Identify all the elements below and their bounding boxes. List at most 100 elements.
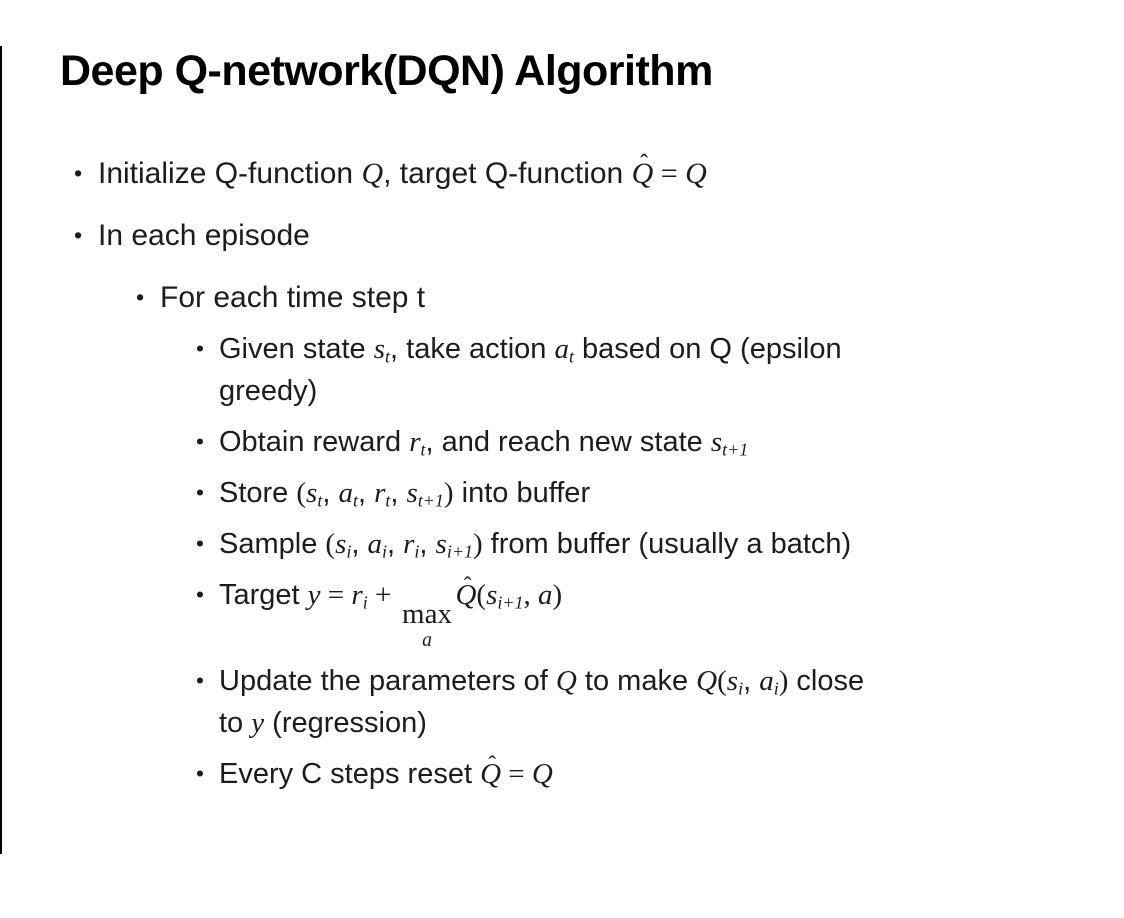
math-operator: ( xyxy=(296,476,307,509)
bullet-text: Update the parameters of Q to make Q(si,… xyxy=(219,660,1094,744)
math-subscripted-variable: st+1 xyxy=(406,476,444,511)
text-segment: Store xyxy=(219,476,297,509)
text-segment: , xyxy=(386,527,404,560)
math-subscripted-variable: si xyxy=(335,527,352,562)
bullet-marker-icon: • xyxy=(74,159,83,186)
bullet-text: Initialize Q-function Q, target Q-functi… xyxy=(98,152,1094,195)
math-variable: Q xyxy=(555,664,577,697)
math-subscripted-variable: si+1 xyxy=(435,527,473,562)
math-subscripted-variable: ai xyxy=(367,527,387,562)
max-operator: max xyxy=(402,598,452,631)
text-segment: , take action xyxy=(390,332,555,365)
text-segment: , xyxy=(390,476,407,509)
math-operator: ( xyxy=(717,664,727,697)
text-segment: greedy) xyxy=(219,374,318,407)
bullet-text: For each time step t xyxy=(160,276,1094,319)
text-segment: (regression) xyxy=(264,706,427,739)
bullet-text: Obtain reward rt, and reach new state st… xyxy=(219,421,1094,463)
text-segment: , and reach new state xyxy=(425,425,711,458)
math-subscripted-variable: ri xyxy=(403,527,420,562)
underscript-variable: a xyxy=(422,628,432,651)
math-subscript: t xyxy=(385,346,391,367)
math-subscript: t xyxy=(420,439,426,460)
math-subscripted-variable: ai xyxy=(759,664,779,699)
text-segment: based on Q (epsilon xyxy=(573,332,842,365)
math-subscripted-variable: st xyxy=(373,332,391,367)
math-subscript: i+1 xyxy=(497,592,524,613)
math-subscripted-variable: rt xyxy=(409,425,426,460)
text-segment: from buffer (usually a batch) xyxy=(482,527,852,560)
math-subscripted-variable: at xyxy=(554,332,574,367)
bullet-item: •Sample (si, ai, ri, si+1) from buffer (… xyxy=(0,523,1094,565)
math-subscript: i xyxy=(381,541,387,562)
math-subscript: i xyxy=(738,678,744,699)
text-segment: In each episode xyxy=(98,218,310,252)
text-segment: , xyxy=(419,527,436,560)
text-segment: Every C steps reset xyxy=(219,757,481,790)
math-subscript: t+1 xyxy=(417,490,444,511)
math-operator: ( xyxy=(325,527,336,560)
bullet-item: • Every C steps reset Q = Q xyxy=(0,753,1094,795)
math-variable: Q xyxy=(696,664,718,697)
text-segment: into buffer xyxy=(453,476,591,509)
math-subscripted-variable: st xyxy=(306,476,323,511)
left-edge-line xyxy=(0,46,2,854)
math-operator: = xyxy=(501,757,532,790)
text-segment: Obtain reward xyxy=(219,425,410,458)
bullet-marker-icon: • xyxy=(196,581,204,607)
math-subscripted-variable: si xyxy=(726,664,744,699)
math-subscripted-variable: at xyxy=(338,476,358,511)
math-subscript: t xyxy=(352,490,358,511)
math-subscript: i xyxy=(362,592,368,613)
math-subscript: t+1 xyxy=(722,439,749,460)
math-operator: + xyxy=(367,578,399,611)
text-segment: For each time step t xyxy=(160,280,426,314)
text-segment: Sample xyxy=(219,527,326,560)
bullet-item: •For each time step t xyxy=(0,276,1094,319)
bullet-text: Given state st, take action at based on … xyxy=(219,328,1094,412)
text-segment: , xyxy=(743,664,760,697)
bullet-list: • Initialize Q-function Q, target Q-funct… xyxy=(0,152,1124,795)
bullet-marker-icon: • xyxy=(196,479,204,505)
math-variable: Q xyxy=(531,757,553,790)
text-segment: , xyxy=(351,527,368,560)
bullet-item: • Obtain reward rt, and reach new state s… xyxy=(0,421,1094,463)
math-subscript: i xyxy=(414,541,420,562)
bullet-text: Every C steps reset Q = Q xyxy=(219,753,1094,795)
text-segment: Update the parameters of xyxy=(219,664,556,697)
text-segment: Target xyxy=(219,578,308,611)
text-segment: Initialize Q-function xyxy=(98,156,362,190)
math-subscript: t xyxy=(385,490,391,511)
math-variable: Q xyxy=(361,156,384,190)
math-subscript: i+1 xyxy=(446,541,473,562)
bullet-item: • Initialize Q-function Q, target Q-funct… xyxy=(0,152,1094,195)
text-segment: to xyxy=(219,706,252,739)
math-q-hat: Q xyxy=(480,753,501,795)
bullet-marker-icon: • xyxy=(74,221,83,248)
math-operator: ) xyxy=(778,664,789,697)
bullet-text: Store (st, at, rt, st+1) into buffer xyxy=(219,472,1094,514)
bullet-marker-icon: • xyxy=(196,428,204,454)
math-subscripted-variable: rt xyxy=(374,476,391,511)
math-subscript: i xyxy=(346,541,352,562)
math-variable: y xyxy=(307,578,321,611)
math-operator: ( xyxy=(476,578,487,611)
slide: Deep Q-network(DQN) Algorithm •Initializ… xyxy=(0,46,1124,854)
math-variable: y xyxy=(251,706,265,739)
math-subscripted-variable: ri xyxy=(351,578,368,613)
math-operator: , xyxy=(523,578,538,611)
math-subscript: i xyxy=(773,678,779,699)
bullet-marker-icon: • xyxy=(196,760,204,786)
math-variable: a xyxy=(537,578,553,611)
bullet-item: •Given state st, take action at based on… xyxy=(0,328,1094,412)
bullet-marker-icon: • xyxy=(196,335,204,361)
math-operator: = xyxy=(320,578,352,611)
math-subscript: t xyxy=(568,346,574,367)
math-variable: Q xyxy=(685,156,707,190)
bullet-text: Sample (si, ai, ri, si+1) from buffer (u… xyxy=(219,523,1094,565)
bullet-text: In each episode xyxy=(98,214,1094,257)
bullet-item: •Update the parameters of Q to make Q(si… xyxy=(0,660,1094,744)
